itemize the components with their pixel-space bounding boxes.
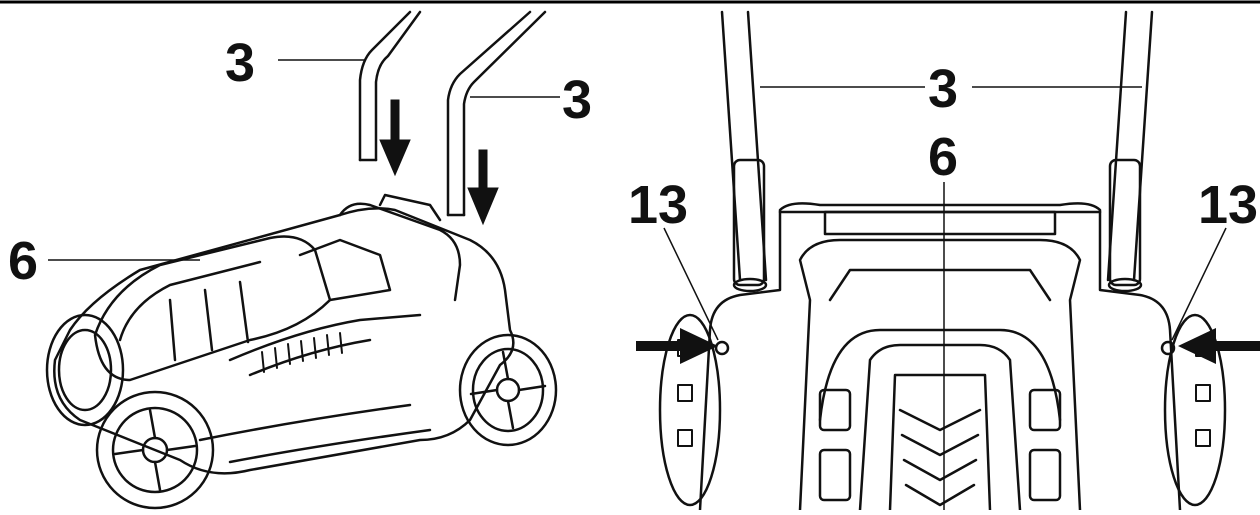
label-handle-rear-view: 3	[928, 59, 959, 119]
lawnmower-illustration	[45, 10, 558, 510]
label-handle-right: 3	[562, 70, 593, 130]
arrow-left-pointing	[1178, 328, 1260, 364]
leader-lines-right	[663, 86, 1227, 510]
leader-lines-left	[48, 59, 560, 261]
arrow-right-pointing	[636, 328, 718, 364]
rear-view-illustration	[658, 10, 1227, 512]
label-knob-left: 13	[628, 175, 689, 235]
label-handle-left: 3	[225, 33, 256, 93]
arrow-down-right	[467, 149, 499, 226]
label-body-rear-view: 6	[928, 127, 959, 187]
label-knob-right: 13	[1198, 175, 1259, 235]
label-body-left-view: 6	[8, 231, 39, 291]
arrow-down-left	[379, 99, 411, 177]
